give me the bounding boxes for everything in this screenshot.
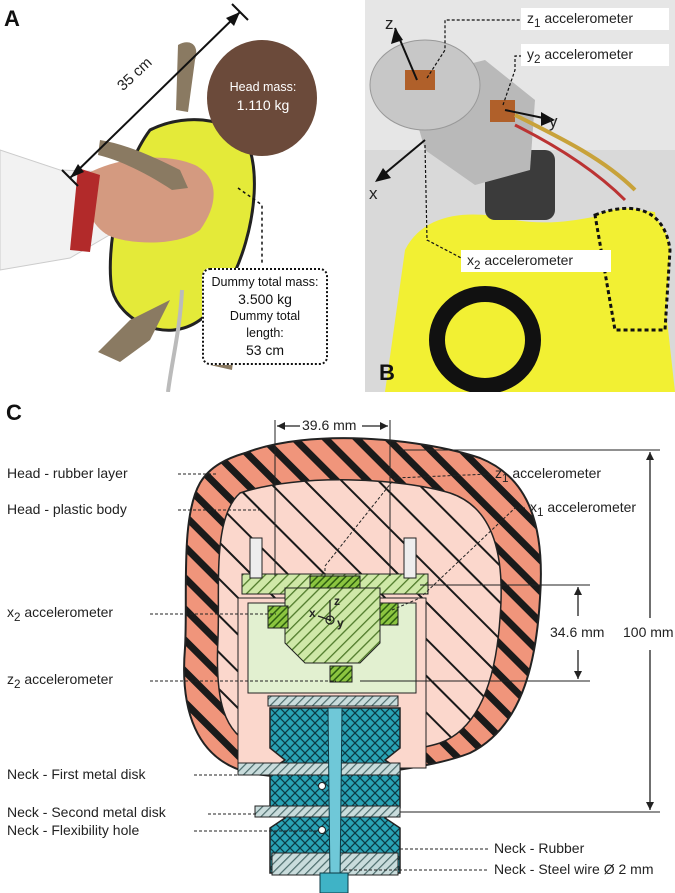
second-metal-disk	[254, 805, 401, 818]
dummy-arm-raised	[176, 42, 197, 112]
total-length-value: 53 cm	[245, 342, 285, 358]
y2-accelerometer-label: y2 accelerometer	[527, 46, 634, 66]
cuff	[70, 168, 100, 252]
label-neck-steel-wire: Neck - Steel wire Ø 2 mm	[494, 861, 654, 877]
label-neck-rubber: Neck - Rubber	[494, 840, 585, 856]
head-mass-value: 1.110 kg	[236, 97, 290, 113]
dim-39-6: 39.6 mm	[302, 417, 357, 433]
axis-y: y	[337, 616, 344, 630]
x-axis-arrow	[317, 615, 331, 621]
total-length-label: Dummy total length:	[229, 309, 301, 340]
axis-x: x	[309, 606, 316, 620]
label-head-rubber-layer: Head - rubber layer	[7, 465, 128, 481]
dummy-arm	[98, 140, 188, 190]
z1-label-bg	[521, 8, 669, 30]
panel-c-letter: C	[6, 400, 22, 425]
label-second-metal-disk: Neck - Second metal disk	[7, 804, 166, 820]
y2-sensor	[490, 100, 515, 122]
first-metal-disk	[237, 762, 401, 776]
panel-b-letter: B	[379, 360, 395, 385]
label-flexibility-hole: Neck - Flexibility hole	[7, 822, 140, 838]
panel-b: z1 accelerometer y2 accelerometer x2 acc…	[365, 0, 675, 392]
x2-leader	[424, 144, 466, 261]
left-bolt	[249, 537, 263, 579]
arrow-head-bottom	[70, 164, 84, 178]
cable	[166, 289, 184, 392]
right-bolt	[403, 537, 417, 579]
flexibility-hole	[318, 782, 326, 790]
mount-block	[284, 587, 381, 664]
label-x2-accelerometer: x2 accelerometer	[7, 604, 114, 624]
z1-leader	[426, 19, 528, 79]
x2-label-bg	[461, 250, 611, 272]
panel-a-illustration	[0, 3, 317, 392]
dummy-head	[207, 40, 317, 156]
x1-accelerometer	[379, 602, 399, 626]
label-z2-accelerometer: z2 accelerometer	[7, 671, 114, 691]
y2-label-bg	[521, 44, 669, 66]
wires	[514, 113, 637, 192]
x2-accelerometer	[267, 605, 289, 629]
axis-y-label: y	[549, 112, 558, 131]
mass-label: Dummy total mass:	[211, 275, 319, 289]
dim-100: 100 mm	[623, 624, 674, 640]
dummy-info-box: Dummy total mass: 3.500 kg Dummy total l…	[202, 268, 328, 365]
shirt-logo	[429, 286, 541, 392]
dim-34-6: 34.6 mm	[550, 624, 605, 640]
leader-z1	[324, 473, 491, 576]
leader-x1	[391, 507, 525, 611]
axis-z-label: z	[385, 14, 394, 33]
steel-wire	[327, 707, 343, 884]
head-neck-cross-section	[150, 420, 660, 893]
label-z1-accelerometer: z1 accelerometer	[495, 465, 602, 485]
axis-x-label: x	[369, 184, 378, 203]
length-arrow-line	[69, 11, 241, 179]
z1-accelerometer-label: z1 accelerometer	[527, 10, 634, 30]
label-head-plastic-body: Head - plastic body	[7, 501, 127, 517]
panel-a: A 35 cm Head mass: 1.110 kg Dummy total …	[0, 0, 365, 392]
dummy-shoulder	[593, 206, 672, 332]
z1-accelerometer	[309, 575, 361, 589]
panel-b-photo	[365, 0, 675, 392]
head-mass-title: Head mass:	[229, 80, 297, 94]
z1-sensor	[405, 70, 435, 90]
wire-screw	[319, 872, 349, 893]
dummy-leg-left	[98, 300, 170, 362]
label-first-metal-disk: Neck - First metal disk	[7, 766, 146, 782]
x2-accelerometer-label: x2 accelerometer	[467, 252, 574, 272]
z2-accelerometer	[329, 665, 353, 683]
mass-value: 3.500 kg	[238, 291, 292, 307]
panel-c: C 39.6 mm 34.6 mm 100 mm Head - rubber l…	[0, 398, 675, 893]
neck-top-plate	[267, 695, 399, 707]
label-x1-accelerometer: x1 accelerometer	[530, 499, 637, 519]
arrow-head-top	[226, 12, 240, 26]
axis-z: z	[334, 594, 340, 608]
panel-a-letter: A	[4, 6, 20, 31]
head-mass-label: Head mass: 1.110 kg	[220, 78, 306, 114]
